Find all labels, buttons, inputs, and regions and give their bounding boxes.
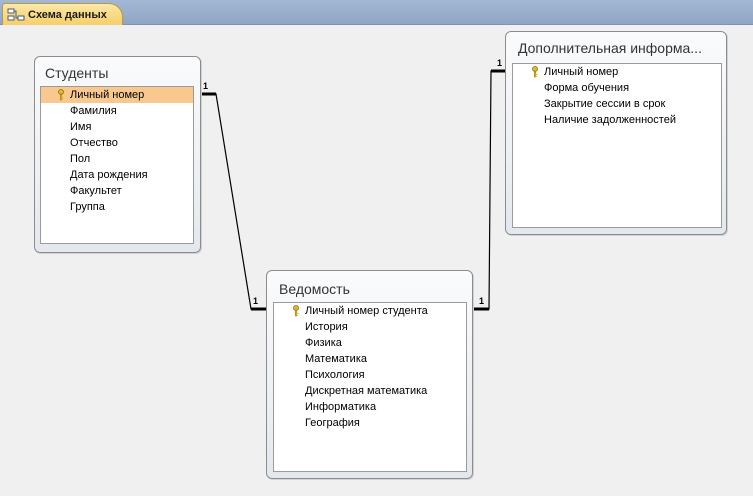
table-title[interactable]: Ведомость [279, 281, 350, 297]
field-label: Физика [305, 337, 342, 349]
document-tab-strip: Схема данных [0, 0, 753, 25]
tab-label: Схема данных [28, 8, 107, 21]
field-first-name[interactable]: Имя [41, 119, 193, 135]
field-label: Форма обучения [544, 82, 630, 94]
field-label: Отчество [70, 137, 118, 149]
field-informatics[interactable]: Информатика [274, 399, 466, 415]
field-label: Дата рождения [70, 169, 148, 181]
field-student-number[interactable]: Личный номер студента [274, 303, 466, 319]
field-label: Психология [305, 369, 365, 381]
primary-key-icon [532, 66, 538, 78]
tab-relationships[interactable]: Схема данных [2, 3, 123, 25]
field-list[interactable]: Личный номер студента История Физика Мат… [273, 302, 467, 472]
field-mathematics[interactable]: Математика [274, 351, 466, 367]
primary-key-icon [58, 89, 64, 101]
field-discrete-math[interactable]: Дискретная математика [274, 383, 466, 399]
table-title[interactable]: Дополнительная информа... [518, 40, 702, 56]
field-label: Фамилия [70, 105, 117, 117]
field-label: Наличие задолженностей [544, 114, 676, 126]
field-label: Информатика [305, 401, 377, 413]
field-label: История [305, 321, 348, 333]
field-list[interactable]: Личный номер Фамилия Имя Отчество Пол Да… [40, 86, 194, 244]
field-label: Математика [305, 353, 367, 365]
field-geography[interactable]: География [274, 415, 466, 431]
field-label: Личный номер [70, 89, 145, 101]
field-label: Факультет [70, 185, 122, 197]
table-title[interactable]: Студенты [45, 65, 109, 81]
field-physics[interactable]: Физика [274, 335, 466, 351]
field-patronymic[interactable]: Отчество [41, 135, 193, 151]
field-label: Пол [70, 153, 91, 165]
field-history[interactable]: История [274, 319, 466, 335]
field-psychology[interactable]: Психология [274, 367, 466, 383]
table-students[interactable]: Студенты Личный номер Фамилия Имя Отчест… [34, 56, 201, 253]
field-label: Группа [70, 201, 105, 213]
field-group[interactable]: Группа [41, 199, 193, 215]
table-additional-info[interactable]: Дополнительная информа... Личный номер Ф… [505, 31, 727, 235]
table-grades[interactable]: Ведомость Личный номер студента История … [266, 270, 473, 479]
field-debts[interactable]: Наличие задолженностей [513, 112, 721, 128]
field-gender[interactable]: Пол [41, 151, 193, 167]
field-label: География [305, 417, 360, 429]
field-faculty[interactable]: Факультет [41, 183, 193, 199]
field-session-on-time[interactable]: Закрытие сессии в срок [513, 96, 721, 112]
field-personal-number[interactable]: Личный номер [513, 64, 721, 80]
field-label: Закрытие сессии в срок [544, 98, 666, 110]
field-surname[interactable]: Фамилия [41, 103, 193, 119]
field-label: Дискретная математика [305, 385, 428, 397]
field-birth-date[interactable]: Дата рождения [41, 167, 193, 183]
field-label: Имя [70, 121, 92, 133]
field-personal-number[interactable]: Личный номер [41, 87, 193, 103]
primary-key-icon [293, 305, 299, 317]
field-label: Личный номер студента [305, 305, 428, 317]
field-study-form[interactable]: Форма обучения [513, 80, 721, 96]
field-list[interactable]: Личный номер Форма обучения Закрытие сес… [512, 63, 722, 228]
field-label: Личный номер [544, 66, 619, 78]
relationship-diagram-icon [7, 8, 25, 22]
